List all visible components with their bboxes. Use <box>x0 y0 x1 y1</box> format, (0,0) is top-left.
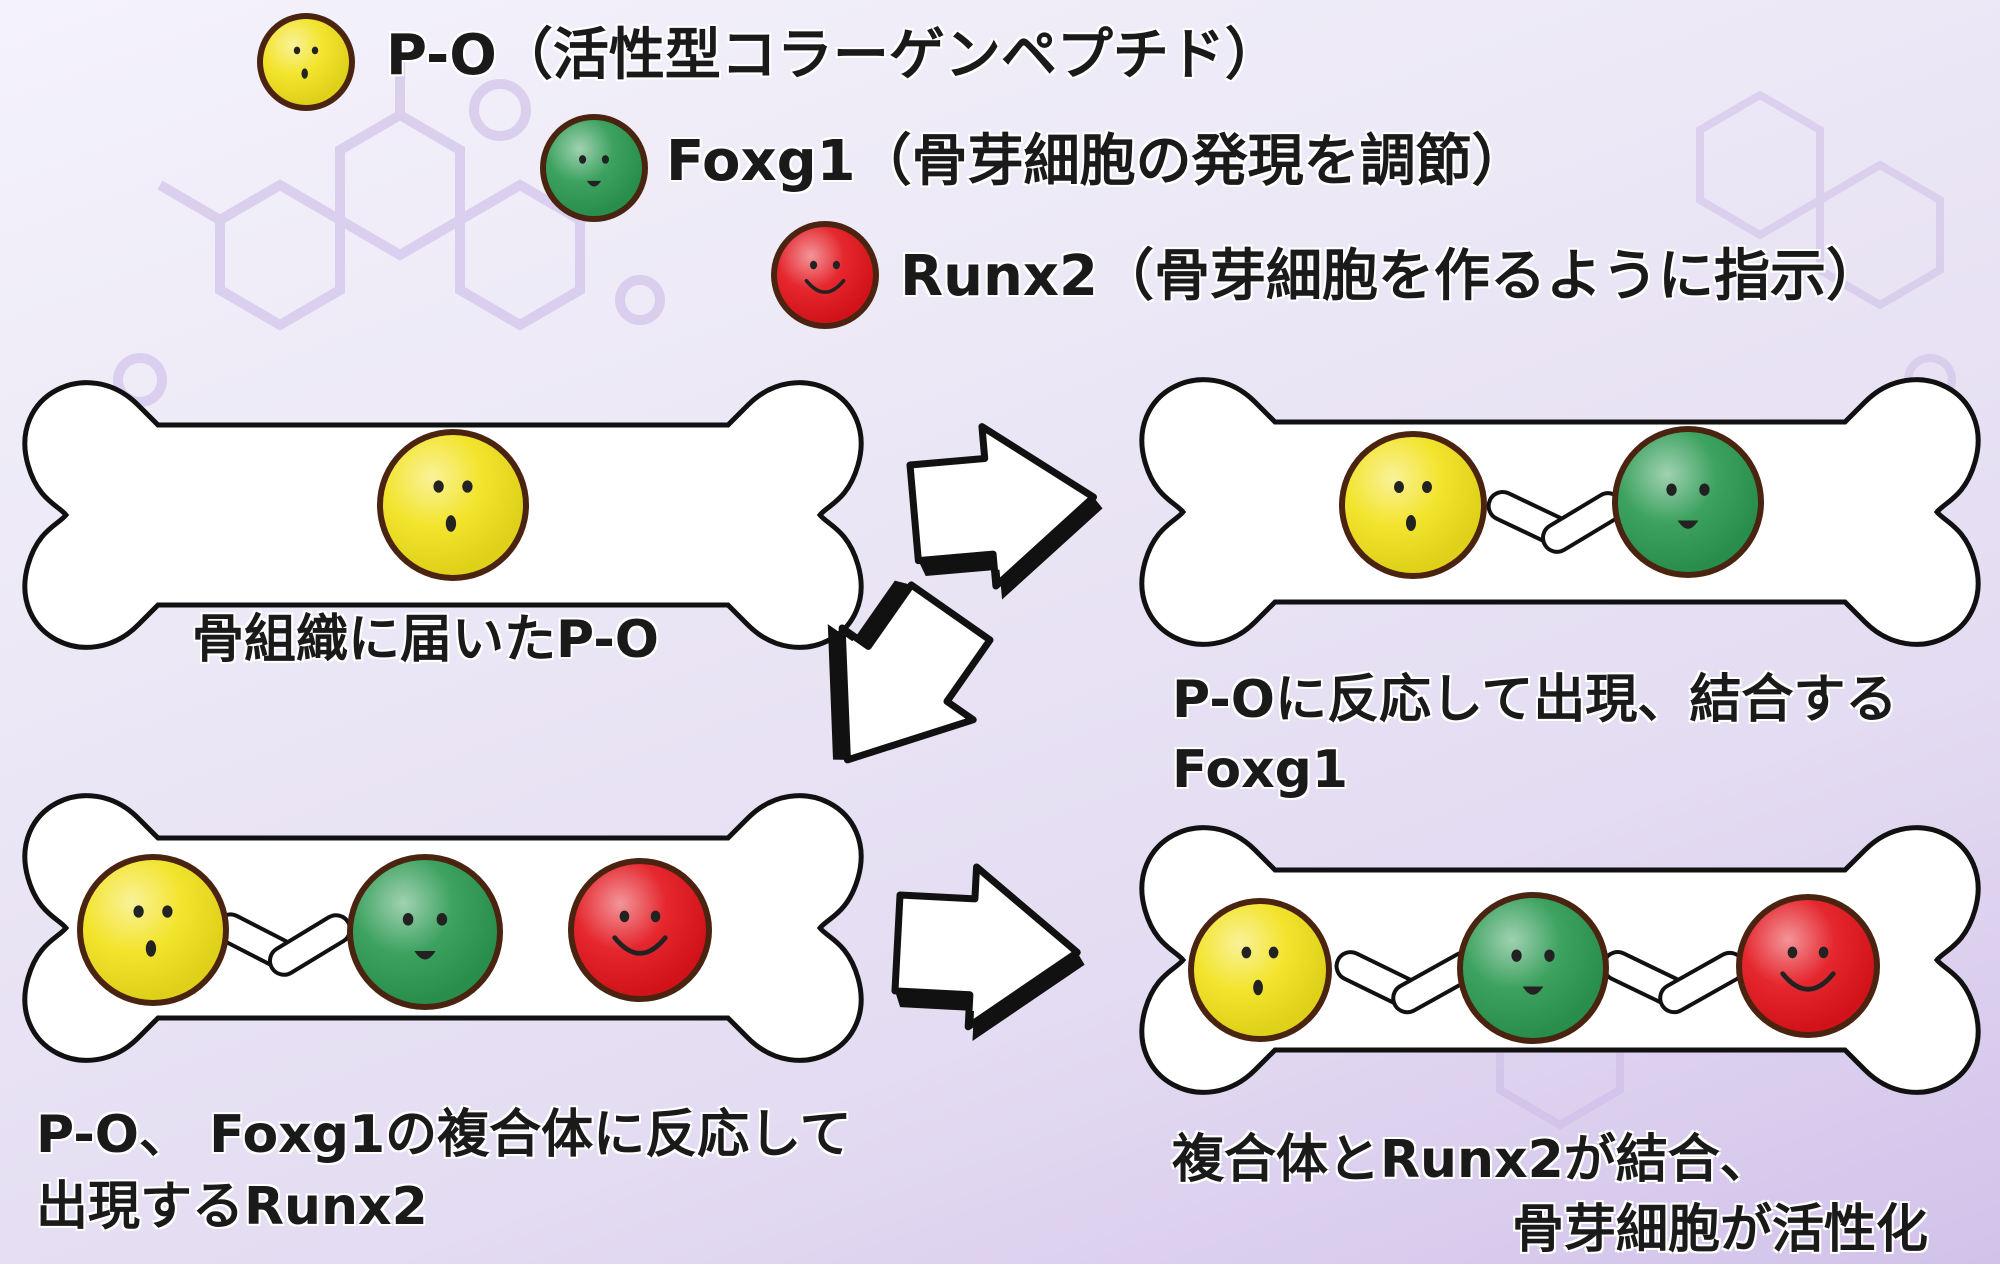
p3-po-molecule <box>77 854 229 1006</box>
p3-foxg1-molecule <box>347 854 503 1010</box>
po-legend-icon <box>257 13 355 111</box>
runx2-legend-icon <box>771 221 879 329</box>
p4-runx2-molecule <box>1736 894 1880 1038</box>
foxg1-legend-icon <box>540 114 648 222</box>
panel2-caption-line2: Foxg1 <box>1172 740 1349 800</box>
panel1-caption: 骨組織に届いたP-O <box>192 610 659 670</box>
panel2-caption-line1: P-Oに反応して出現、結合する <box>1172 670 1898 730</box>
p4-po-molecule <box>1188 898 1332 1042</box>
p1-po-molecule <box>377 429 529 581</box>
legend-runx2-label: Runx2（骨芽細胞を作るように指示） <box>900 244 1882 309</box>
bone-panel-2 <box>1142 380 1978 645</box>
p2-po-molecule <box>1339 431 1487 579</box>
panel4-caption-line2: 骨芽細胞が活性化 <box>1512 1200 1929 1260</box>
arrow-down-left <box>827 580 994 764</box>
panel4-caption-line1: 複合体とRunx2が結合、 <box>1172 1130 1772 1190</box>
p4-foxg1-molecule <box>1457 892 1609 1044</box>
legend-foxg1-label: Foxg1（骨芽細胞の発現を調節） <box>666 129 1528 194</box>
legend-po-label: P-O（活性型コラーゲンペプチド） <box>386 23 1281 88</box>
p3-runx2-molecule <box>568 858 712 1002</box>
panel3-caption-line2: 出現するRunx2 <box>36 1177 428 1237</box>
arrow-right-bottom <box>891 863 1085 1041</box>
p2-foxg1-molecule <box>1612 426 1764 578</box>
molecule-decoration <box>113 60 665 407</box>
panel3-caption-line1: P-O、 Foxg1の複合体に反応して <box>36 1105 852 1165</box>
arrow-right-top <box>906 423 1103 600</box>
